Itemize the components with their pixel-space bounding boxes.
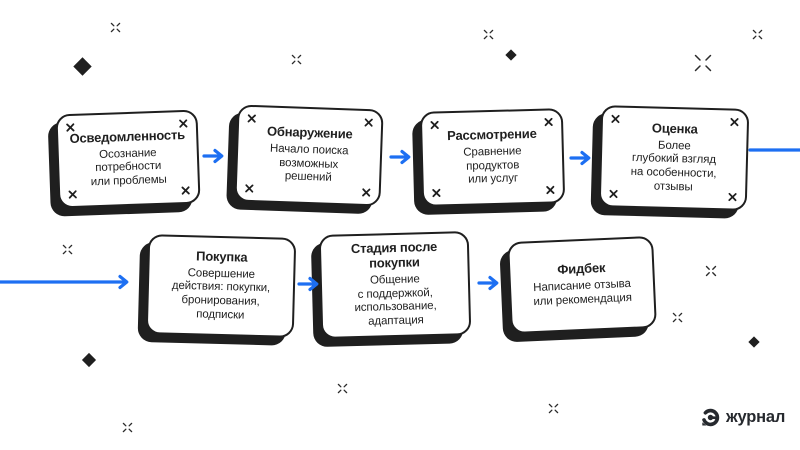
sparkle-icon	[122, 422, 133, 433]
stage-title: Обнаружение	[266, 123, 353, 142]
stage-title: Покупка	[195, 248, 248, 265]
stage-card-consideration: Рассмотрение Сравнение продуктов или усл…	[419, 108, 566, 207]
journal-logo-icon	[700, 407, 721, 428]
corner-x-icon	[68, 190, 77, 199]
journal-logo: журнал	[700, 407, 785, 428]
stage-card-post-purchase: Стадия после покупки Общение с поддержко…	[318, 231, 472, 339]
flow-arrow-1-2	[202, 148, 230, 164]
stage-title: Стадия после покупки	[350, 239, 438, 272]
corner-x-icon	[364, 118, 373, 127]
sparkle-icon	[483, 29, 494, 40]
stage-card-purchase: Покупка Совершение действия: покупки, бр…	[145, 234, 297, 338]
stage-description: Осознание потребности или проблемы	[90, 146, 167, 189]
corner-x-icon	[546, 185, 555, 195]
flow-arrow-5-6	[297, 276, 325, 292]
flow-arrow-6-7	[477, 275, 505, 291]
stage-card-evaluation: Оценка Более глубокий взгляд на особенно…	[598, 105, 750, 211]
sparkle-icon	[752, 29, 763, 40]
corner-x-icon	[432, 188, 441, 198]
corner-x-icon	[247, 114, 256, 123]
corner-x-icon	[66, 123, 75, 132]
stage-description: Написание отзыва или рекомендация	[533, 278, 633, 309]
corner-x-icon	[179, 119, 188, 128]
stage-description: Сравнение продуктов или услуг	[463, 145, 522, 186]
stage-card-feedback: Фидбек Написание отзыва или рекомендация	[507, 235, 657, 335]
stage-title: Фидбек	[557, 260, 606, 278]
sparkle-icon	[291, 54, 302, 65]
sparkle-icon	[693, 53, 713, 73]
diamond-icon	[73, 57, 92, 76]
diamond-icon	[505, 49, 517, 61]
flow-line-row1-exit	[748, 146, 800, 154]
corner-x-icon	[544, 117, 553, 127]
stage-description: Общение с поддержкой, использование, ада…	[354, 273, 437, 328]
stage-card-awareness: Осведомленность Осознание потребности ил…	[55, 109, 201, 209]
diamond-icon	[81, 352, 97, 368]
corner-x-icon	[730, 117, 739, 127]
sparkle-icon	[337, 383, 348, 394]
sparkle-icon	[62, 244, 73, 255]
flow-arrow-2-3	[389, 149, 417, 165]
flow-arrow-row2-enter	[0, 274, 136, 290]
stage-title: Оценка	[651, 120, 698, 137]
corner-x-icon	[245, 184, 254, 193]
stage-description: Более глубокий взгляд на особенности, от…	[630, 139, 717, 194]
corner-x-icon	[728, 192, 737, 202]
stage-card-discovery: Обнаружение Начало поиска возможных реше…	[234, 104, 384, 207]
corner-x-icon	[609, 189, 618, 199]
stage-description: Совершение действия: покупки, бронирован…	[171, 266, 271, 322]
stage-title: Осведомленность	[69, 126, 186, 146]
stage-description: Начало поиска возможных решений	[269, 142, 349, 185]
corner-x-icon	[362, 188, 371, 197]
flow-arrow-3-4	[569, 150, 597, 166]
sparkle-icon	[548, 403, 559, 414]
sparkle-icon	[672, 312, 683, 323]
sparkle-icon	[110, 22, 121, 33]
corner-x-icon	[611, 114, 620, 124]
diamond-icon	[748, 336, 760, 348]
stage-title: Рассмотрение	[446, 126, 537, 144]
corner-x-icon	[430, 120, 439, 130]
journal-logo-text: журнал	[726, 408, 786, 426]
sparkle-icon	[705, 265, 717, 277]
corner-x-icon	[181, 186, 190, 195]
